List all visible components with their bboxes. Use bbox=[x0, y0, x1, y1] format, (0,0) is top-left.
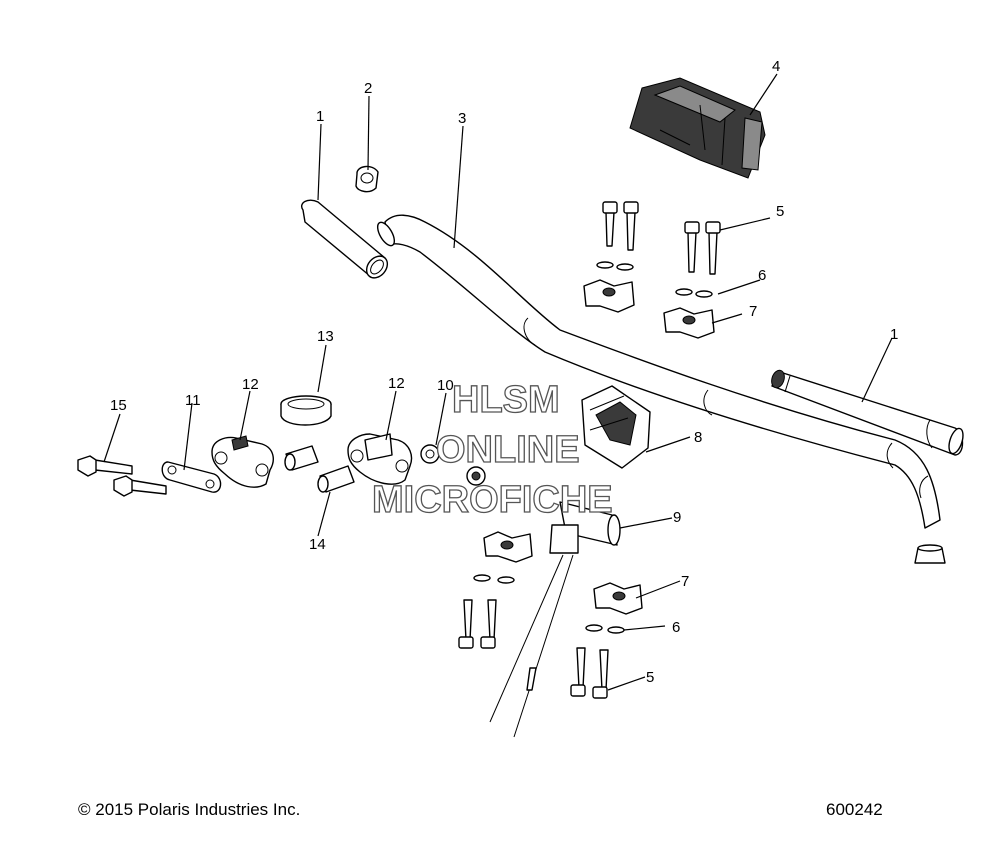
left-grip-part-1 bbox=[301, 199, 389, 279]
handlebar-part-3 bbox=[376, 214, 941, 529]
callout-14: 14 bbox=[309, 536, 326, 553]
callout-5-lower: 5 bbox=[646, 669, 654, 686]
ring-part-13 bbox=[280, 395, 332, 426]
callout-6-lower: 6 bbox=[672, 619, 680, 636]
watermark: HLSM ONLINE MICROFICHE bbox=[371, 378, 613, 521]
callout-3: 3 bbox=[458, 110, 466, 127]
callout-8: 8 bbox=[694, 429, 702, 446]
callout-13: 13 bbox=[317, 328, 334, 345]
upper-clamp-bolts bbox=[602, 201, 721, 275]
clamp-part-12-right bbox=[347, 433, 413, 485]
plate-part-11 bbox=[161, 461, 222, 493]
upper-clamps-part-7 bbox=[583, 279, 715, 339]
steering-post-part-9 bbox=[489, 501, 621, 738]
callout-9: 9 bbox=[673, 509, 681, 526]
bolts-part-15 bbox=[77, 455, 167, 497]
handlebar-cover-part-4 bbox=[629, 77, 766, 179]
lower-bolts-part-5 bbox=[458, 599, 609, 699]
callout-10: 10 bbox=[437, 377, 454, 394]
clamp-part-12-left bbox=[211, 435, 274, 488]
spacers-part-14 bbox=[284, 445, 355, 493]
callout-1-left: 1 bbox=[316, 108, 324, 125]
callout-1-right: 1 bbox=[890, 326, 898, 343]
right-grip-part-1 bbox=[771, 369, 964, 456]
callout-11: 11 bbox=[185, 392, 201, 409]
copyright-notice: © 2015 Polaris Industries Inc. bbox=[78, 800, 301, 819]
handlebar-mount-part-8 bbox=[581, 385, 651, 469]
callout-6-upper: 6 bbox=[758, 267, 766, 284]
bar-end-cap-part-2 bbox=[355, 165, 379, 193]
watermark-line-1: HLSM bbox=[452, 379, 560, 421]
upper-washers bbox=[596, 261, 713, 298]
callout-15: 15 bbox=[110, 397, 127, 414]
watermark-line-2: ONLINE bbox=[436, 429, 580, 471]
lower-clamp-block bbox=[483, 531, 533, 563]
leader-lines bbox=[103, 73, 893, 691]
callout-7-lower: 7 bbox=[681, 573, 689, 590]
callout-12-right: 12 bbox=[388, 375, 405, 392]
callout-12-left: 12 bbox=[242, 376, 259, 393]
callout-4: 4 bbox=[772, 58, 780, 75]
bar-plug bbox=[914, 544, 946, 564]
callout-7-upper: 7 bbox=[749, 303, 757, 320]
callout-5-upper: 5 bbox=[776, 203, 784, 220]
watermark-line-3: MICROFICHE bbox=[372, 479, 613, 521]
callout-numbers: 1 2 3 4 5 6 7 1 13 12 12 10 15 11 14 8 9… bbox=[110, 58, 898, 686]
document-number: 600242 bbox=[826, 800, 883, 819]
nut-part-10 bbox=[420, 444, 486, 486]
lower-washers-part-6 bbox=[473, 574, 625, 634]
callout-2: 2 bbox=[364, 80, 372, 97]
lower-clamp-part-7 bbox=[593, 582, 643, 615]
